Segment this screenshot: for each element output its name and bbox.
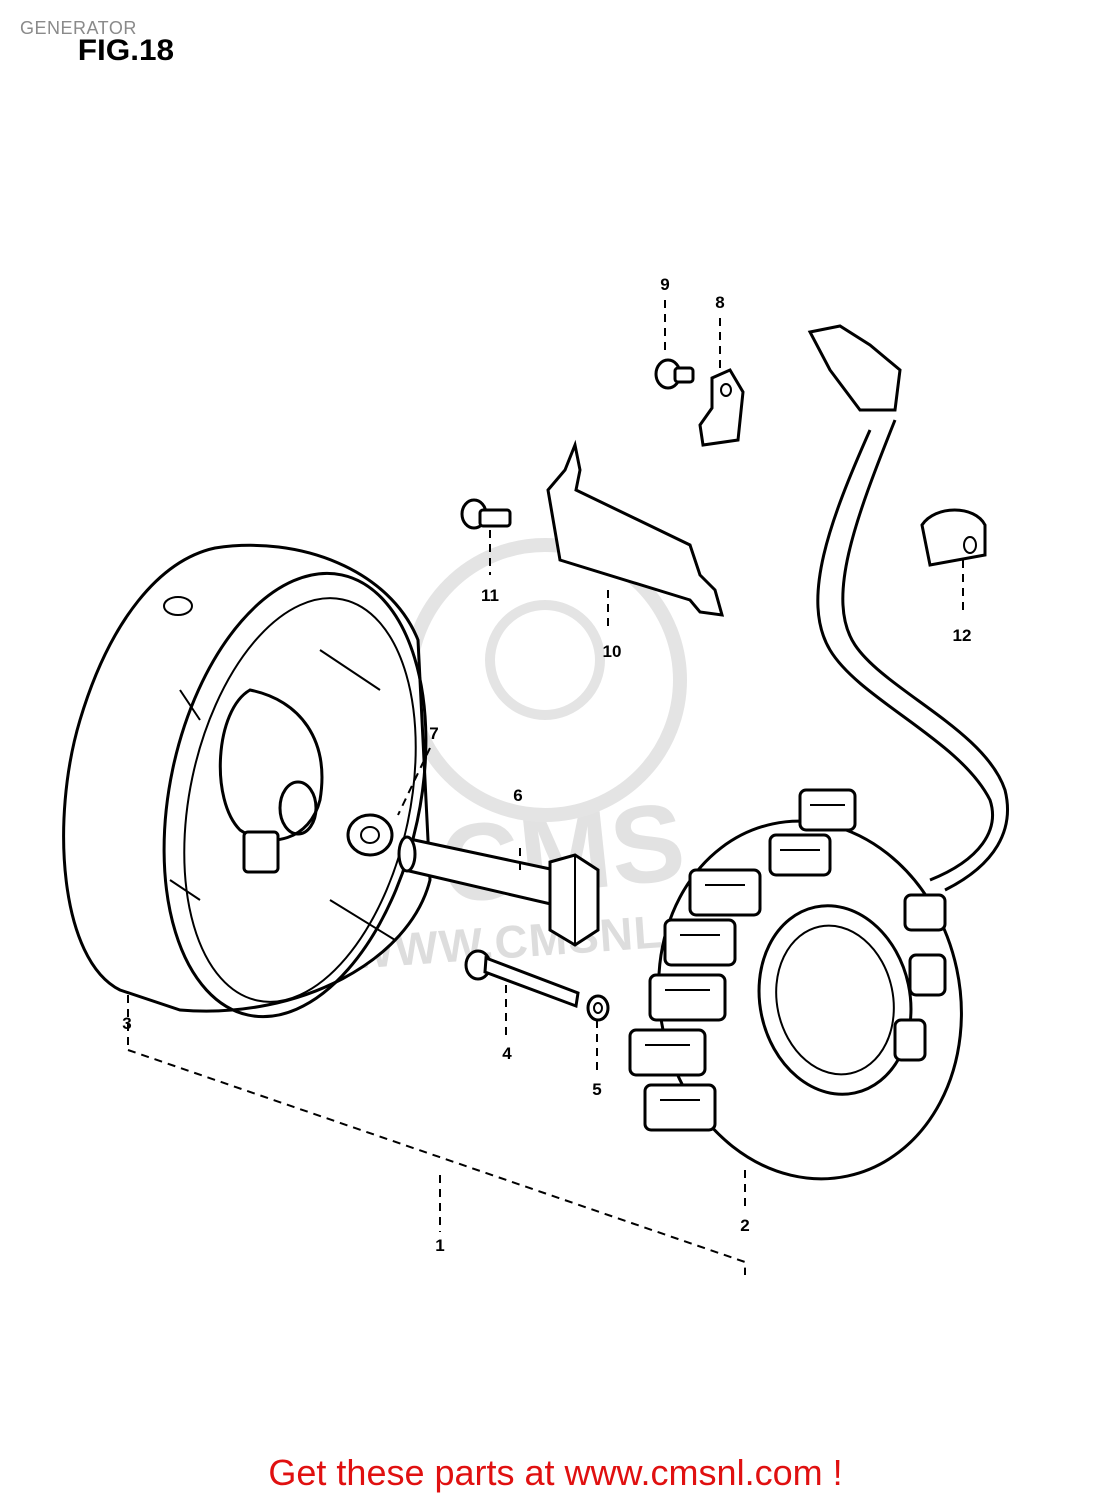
- footer-link[interactable]: Get these parts at www.cmsnl.com !: [268, 1452, 843, 1493]
- figure-label: FIG.18: [77, 34, 174, 67]
- callout-part-10: 10: [602, 642, 622, 661]
- watermark-mascot-face: [485, 600, 605, 720]
- stator-coil: [628, 788, 963, 1181]
- callout-part-8: 8: [715, 293, 725, 312]
- leader-lines: [127, 300, 964, 1275]
- callout-part-9: 9: [660, 275, 670, 294]
- stator-screw: [464, 949, 610, 1022]
- wiring-harness: [807, 324, 1009, 892]
- wire-clamp: [698, 368, 745, 447]
- callout-part-2: 2: [740, 1216, 750, 1235]
- rotor-bolt: [397, 835, 600, 947]
- callout-part-12: 12: [952, 626, 972, 645]
- callout-part-11: 11: [481, 586, 499, 605]
- page-title: GENERATOR: [20, 18, 137, 38]
- callout-part-1: 1: [435, 1236, 445, 1255]
- clamp-bolt: [654, 358, 695, 390]
- callout-part-5: 5: [592, 1080, 602, 1099]
- flywheel-rotor: [62, 543, 432, 1019]
- callout-part-6: 6: [513, 786, 523, 805]
- callout-part-7: 7: [429, 724, 439, 743]
- washer: [346, 813, 394, 857]
- cover-screw: [460, 498, 512, 530]
- callout-part-4: 4: [502, 1044, 512, 1063]
- callout-part-3: 3: [122, 1014, 132, 1033]
- grommet: [920, 508, 987, 567]
- cover-plate: [546, 439, 725, 617]
